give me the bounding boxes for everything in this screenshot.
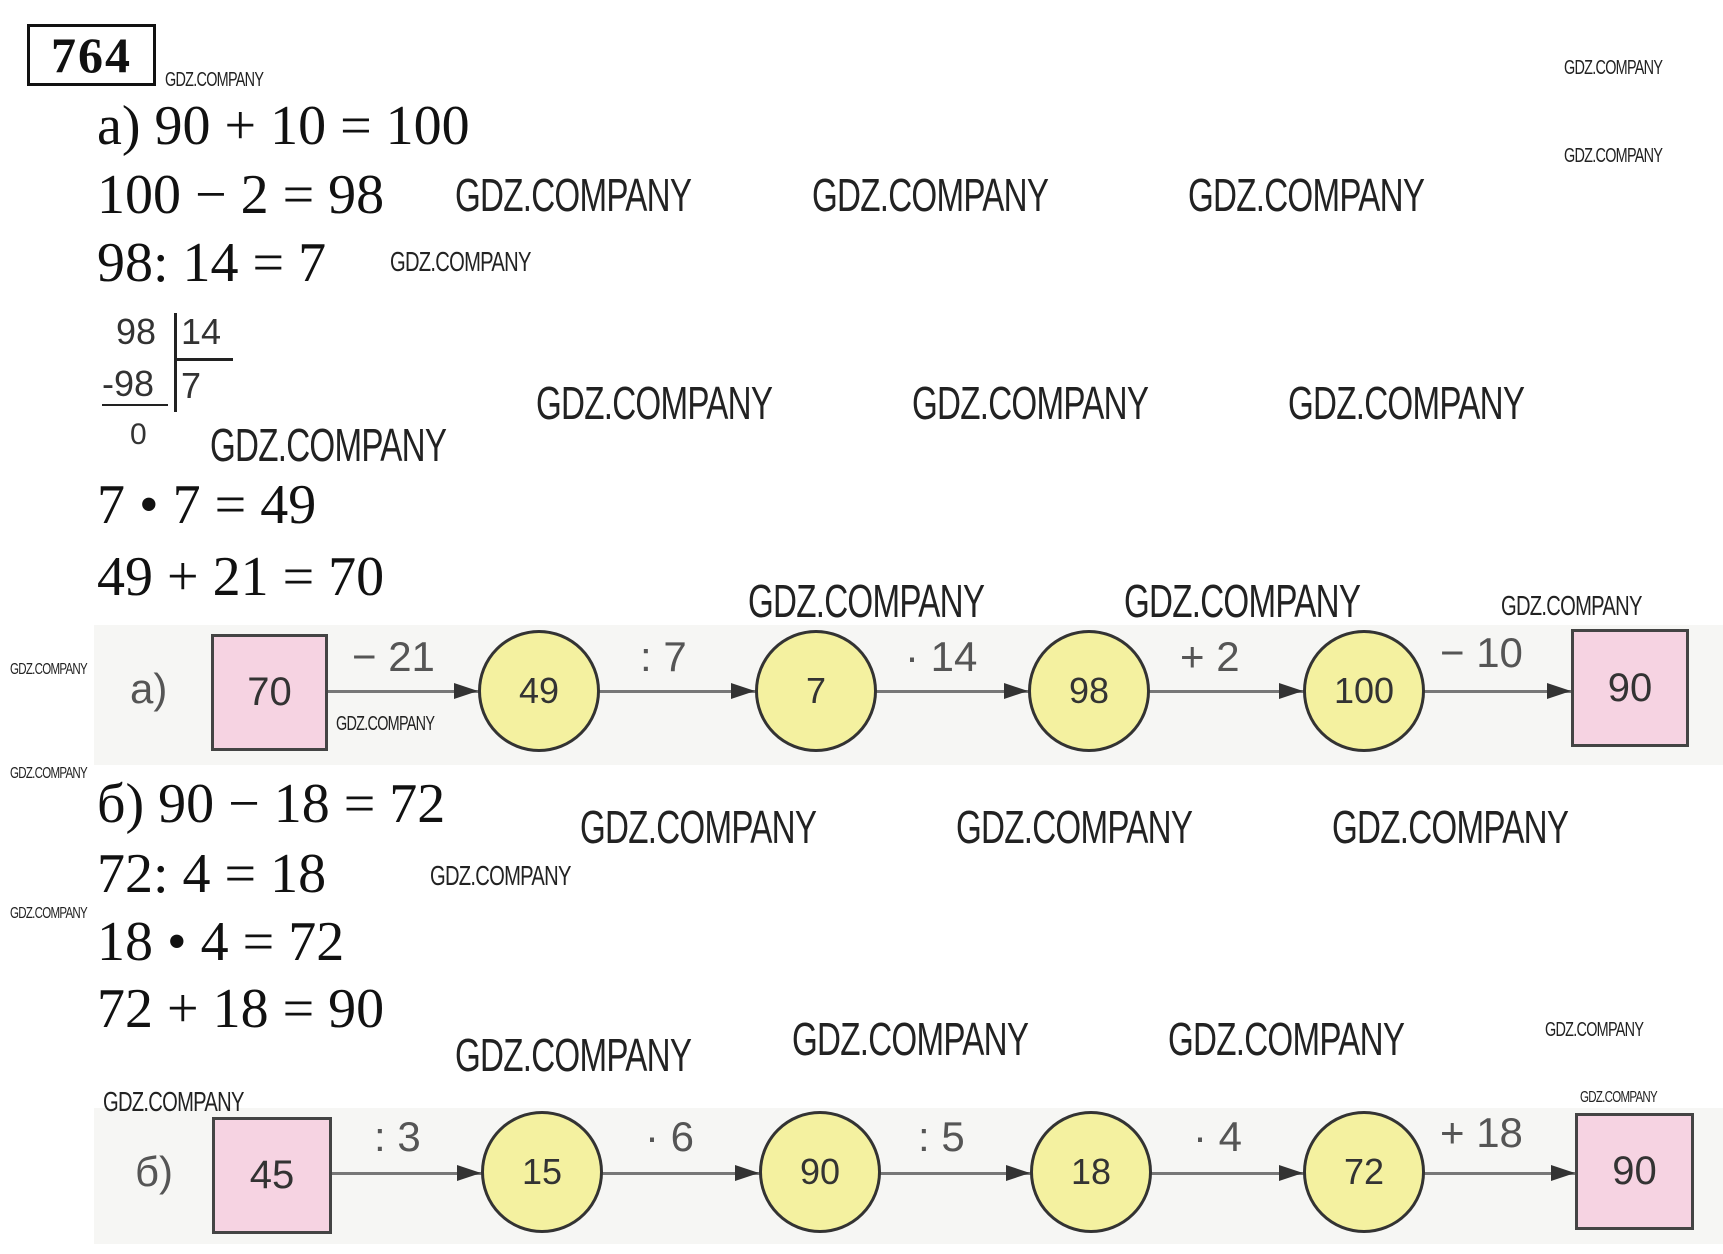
divisor-underline <box>176 358 233 361</box>
arrow-line <box>328 690 1571 693</box>
operation-label: − 21 <box>352 633 435 680</box>
node-circle: 15 <box>481 1111 603 1233</box>
operation-label: + 18 <box>1440 1109 1523 1156</box>
arrow-head <box>1279 683 1303 699</box>
operation-label: : 5 <box>918 1113 965 1160</box>
subtract-underline <box>102 404 168 406</box>
node-circle: 98 <box>1028 630 1150 752</box>
divisor: 14 <box>181 311 222 352</box>
watermark: GDZ.COMPANY <box>1124 575 1361 627</box>
operation-label: · 4 <box>1193 1113 1243 1160</box>
watermark: GDZ.COMPANY <box>390 246 531 277</box>
node-circle: 72 <box>1303 1111 1425 1233</box>
equation: 72 + 18 = 90 <box>97 978 385 1040</box>
watermark: GDZ.COMPANY <box>455 1029 692 1081</box>
operation-label: + 2 <box>1180 633 1240 680</box>
operation-label: · 6 <box>645 1113 695 1160</box>
arrow-head <box>1279 1165 1303 1181</box>
watermark: GDZ.COMPANY <box>10 661 88 678</box>
operation-label: · 14 <box>905 633 978 680</box>
node-circle: 7 <box>755 630 877 752</box>
watermark: GDZ.COMPANY <box>748 575 985 627</box>
equation: 18 • 4 = 72 <box>97 911 345 973</box>
watermark: GDZ.COMPANY <box>103 1086 244 1117</box>
watermark: GDZ.COMPANY <box>1288 377 1525 429</box>
arrow-head <box>731 683 755 699</box>
end-square: 90 <box>1571 629 1689 747</box>
node-circle: 18 <box>1030 1111 1152 1233</box>
division-bar <box>174 313 177 412</box>
watermark: GDZ.COMPANY <box>1580 1089 1658 1106</box>
arrow-head <box>1006 1165 1030 1181</box>
arrow-line <box>332 1172 1575 1175</box>
subtract: -98 <box>102 363 155 404</box>
watermark: GDZ.COMPANY <box>1332 801 1569 853</box>
watermark: GDZ.COMPANY <box>455 169 692 221</box>
node-circle: 90 <box>759 1111 881 1233</box>
watermark: GDZ.COMPANY <box>1188 169 1425 221</box>
diagram-background <box>94 1108 1723 1244</box>
node-circle: 100 <box>1303 630 1425 752</box>
equation: а) 90 + 10 = 100 <box>97 95 470 157</box>
problem-number: 764 <box>27 24 156 86</box>
watermark: GDZ.COMPANY <box>210 419 447 471</box>
equation: 49 + 21 = 70 <box>97 546 385 608</box>
watermark: GDZ.COMPANY <box>1564 145 1663 167</box>
arrow-head <box>1551 1165 1575 1181</box>
arrow-head <box>1004 683 1028 699</box>
watermark: GDZ.COMPANY <box>10 905 88 922</box>
remainder: 0 <box>130 418 147 451</box>
watermark: GDZ.COMPANY <box>580 801 817 853</box>
start-square: 70 <box>211 634 328 751</box>
arrow-head <box>735 1165 759 1181</box>
watermark: GDZ.COMPANY <box>812 169 1049 221</box>
node-circle: 49 <box>478 630 600 752</box>
end-square: 90 <box>1575 1113 1694 1230</box>
watermark: GDZ.COMPANY <box>1501 590 1642 621</box>
diagram-background <box>94 625 1723 765</box>
watermark: GDZ.COMPANY <box>912 377 1149 429</box>
watermark: GDZ.COMPANY <box>956 801 1193 853</box>
equation: 7 • 7 = 49 <box>97 474 317 536</box>
watermark: GDZ.COMPANY <box>536 377 773 429</box>
start-square: 45 <box>212 1117 332 1234</box>
watermark: GDZ.COMPANY <box>1564 57 1663 79</box>
quotient: 7 <box>181 365 202 406</box>
diagram-label: а) <box>130 665 168 712</box>
watermark: GDZ.COMPANY <box>792 1013 1029 1065</box>
watermark: GDZ.COMPANY <box>165 69 264 91</box>
diagram-label: б) <box>135 1148 174 1195</box>
arrow-head <box>1547 683 1571 699</box>
arrow-head <box>454 683 478 699</box>
watermark: GDZ.COMPANY <box>1545 1019 1644 1041</box>
dividend: 98 <box>116 311 157 352</box>
operation-label: : 3 <box>374 1113 421 1160</box>
watermark: GDZ.COMPANY <box>430 860 571 891</box>
equation: б) 90 − 18 = 72 <box>97 773 446 835</box>
operation-label: − 10 <box>1440 629 1523 676</box>
equation: 72: 4 = 18 <box>97 843 327 905</box>
equation: 100 − 2 = 98 <box>97 164 385 226</box>
operation-label: : 7 <box>640 633 687 680</box>
watermark: GDZ.COMPANY <box>336 713 435 735</box>
equation: 98: 14 = 7 <box>97 232 327 294</box>
watermark: GDZ.COMPANY <box>1168 1013 1405 1065</box>
arrow-head <box>457 1165 481 1181</box>
watermark: GDZ.COMPANY <box>10 765 88 782</box>
